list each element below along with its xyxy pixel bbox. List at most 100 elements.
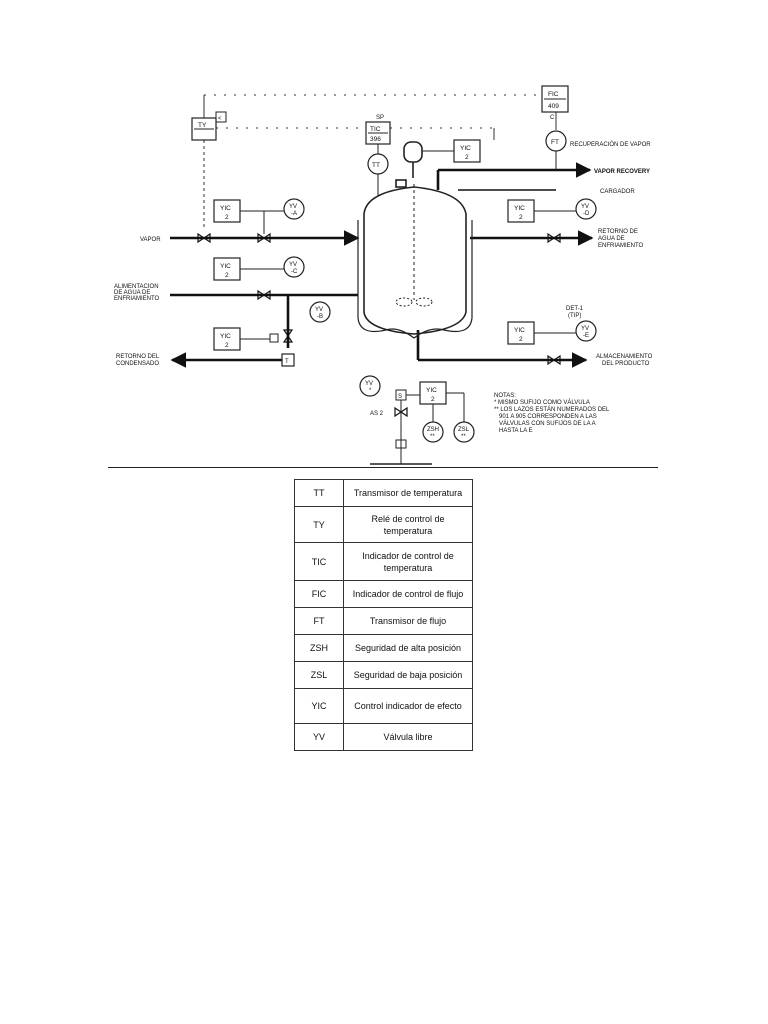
ty-label: TY: [198, 122, 207, 129]
retorno-agua-1: RETORNO DE: [598, 229, 638, 235]
t-box: [281, 353, 295, 367]
legend-desc: Transmisor de flujo: [343, 607, 473, 635]
yv-detail-label: YV: [365, 381, 373, 387]
legend-desc: Seguridad de alta posición: [343, 634, 473, 662]
legend-row: FIC Indicador de control de flujo: [294, 580, 473, 608]
yv-d-label: YV: [581, 204, 589, 210]
fic-label: FIC: [548, 91, 559, 98]
yv-a-circle: [283, 198, 305, 220]
as2-label: AS 2: [370, 411, 384, 417]
converter-box: [269, 333, 279, 343]
signal-lines: [203, 94, 557, 228]
legend-desc: Transmisor de temperatura: [343, 479, 473, 507]
zsh-star: **: [430, 434, 435, 440]
fic-box: [541, 85, 569, 113]
yv-d-circle: [575, 198, 597, 220]
section-divider: [108, 467, 658, 468]
legend-abbr: FIC: [294, 580, 344, 608]
notes-line-5: HASTA LA E: [499, 428, 533, 434]
yic-storage-number: 2: [519, 336, 523, 343]
legend-desc: Control indicador de efecto: [343, 688, 473, 724]
legend-row: TT Transmisor de temperatura: [294, 479, 473, 507]
yic-vapor-label: YIC: [220, 205, 231, 212]
zsh-circle: [422, 421, 444, 443]
fic-c-label: C: [550, 115, 555, 121]
s-label: S: [398, 394, 402, 400]
notes-line-1: * MISMO SUFIJO COMO VÁLVULA: [494, 399, 590, 406]
yv-detail-suffix: *: [369, 388, 372, 394]
zsl-star: **: [461, 434, 466, 440]
yv-c-circle: [283, 256, 305, 278]
yv-detail-circle: [359, 375, 381, 397]
yic-vapor-number: 2: [225, 214, 229, 221]
legend-abbr: ZSL: [294, 661, 344, 689]
alimentacion-label-2: DE AGUA DE: [114, 290, 150, 296]
det-label-2: (TIP): [568, 313, 581, 319]
tic-sp-label: SP: [376, 115, 384, 121]
retorno-agua-3: ENFRIAMIENTO: [598, 243, 644, 249]
legend-desc: Válvula libre: [343, 723, 473, 751]
legend-abbr: FT: [294, 607, 344, 635]
legend-row: FT Transmisor de flujo: [294, 607, 473, 635]
tt-label: TT: [372, 162, 380, 169]
yic-detail-label: YIC: [426, 387, 437, 394]
tic-label: TIC: [370, 126, 381, 133]
retorno-agua-2: AGUA DE: [598, 236, 625, 242]
legend-body: TT Transmisor de temperatura TY Relé de …: [294, 479, 473, 751]
yv-b-suffix: -B: [317, 314, 323, 320]
legend-desc: Indicador de control de flujo: [343, 580, 473, 608]
detail-actuator: [395, 439, 407, 449]
valve-e-icon: [547, 354, 561, 366]
yv-b-label: YV: [315, 307, 323, 313]
process-lines: [170, 162, 594, 368]
yic-return-label: YIC: [514, 205, 525, 212]
legend-desc: Seguridad de baja posición: [343, 661, 473, 689]
notes-line-3: 901 A 905 CORRESPONDEN A LAS: [499, 414, 597, 420]
legend-desc: Relé de control de temperatura: [343, 506, 473, 543]
fic-number: 409: [548, 103, 559, 110]
valve-ty-icon: [197, 232, 211, 244]
legend-row: ZSH Seguridad de alta posición: [294, 634, 473, 662]
valve-b-icon: [282, 329, 294, 343]
legend-row: YV Válvula libre: [294, 723, 473, 751]
legend-desc: Indicador de control de temperatura: [343, 542, 473, 581]
legend-abbr: TIC: [294, 542, 344, 581]
almacenamiento-1: ALMACENAMIENTO: [596, 354, 653, 360]
ty-box: [191, 117, 217, 141]
notes-title: NOTAS:: [494, 393, 516, 399]
zsh-label: ZSH: [427, 427, 439, 433]
yic-condensate-label: YIC: [220, 333, 231, 340]
valve-d-icon: [547, 232, 561, 244]
legend-abbr: YIC: [294, 688, 344, 724]
ty-lt-label: <: [218, 116, 222, 122]
ty-lt-box: [215, 111, 227, 123]
legend-abbr: YV: [294, 723, 344, 751]
retorno-condensado-2: CONDENSADO: [116, 361, 159, 367]
yic-return-number: 2: [519, 214, 523, 221]
alimentacion-label-3: ENFRIAMIENTO: [114, 296, 160, 302]
legend-abbr: TY: [294, 506, 344, 543]
vapor-label: VAPOR: [140, 237, 161, 243]
yv-c-label: YV: [289, 262, 297, 268]
retorno-condensado-1: RETORNO DEL: [116, 354, 160, 360]
reactor-vessel: [357, 141, 473, 339]
det-label-1: DET-1: [566, 306, 584, 312]
yic-condensate-number: 2: [225, 342, 229, 349]
legend-abbr: TT: [294, 479, 344, 507]
notes-line-2: ** LOS LAZOS ESTÁN NUMERADOS DEL: [494, 406, 610, 413]
yv-b-circle: [309, 301, 331, 323]
legend-row: YIC Control indicador de efecto: [294, 688, 473, 724]
yv-c-suffix: -C: [291, 269, 298, 275]
tic-number: 396: [370, 136, 381, 143]
alimentacion-label-1: ALIMENTACION: [114, 284, 159, 290]
almacenamiento-2: DEL PRODUCTO: [602, 361, 650, 367]
yic-detail-number: 2: [431, 396, 435, 403]
yic-feed-label: YIC: [220, 263, 231, 270]
zsl-circle: [453, 421, 475, 443]
yv-e-circle: [575, 320, 597, 342]
legend-row: ZSL Seguridad de baja posición: [294, 661, 473, 689]
yv-e-label: YV: [581, 326, 589, 332]
ft-label: FT: [551, 139, 559, 146]
cargador-label: CARGADOR: [600, 189, 635, 195]
valve-detail-icon: [394, 406, 408, 418]
